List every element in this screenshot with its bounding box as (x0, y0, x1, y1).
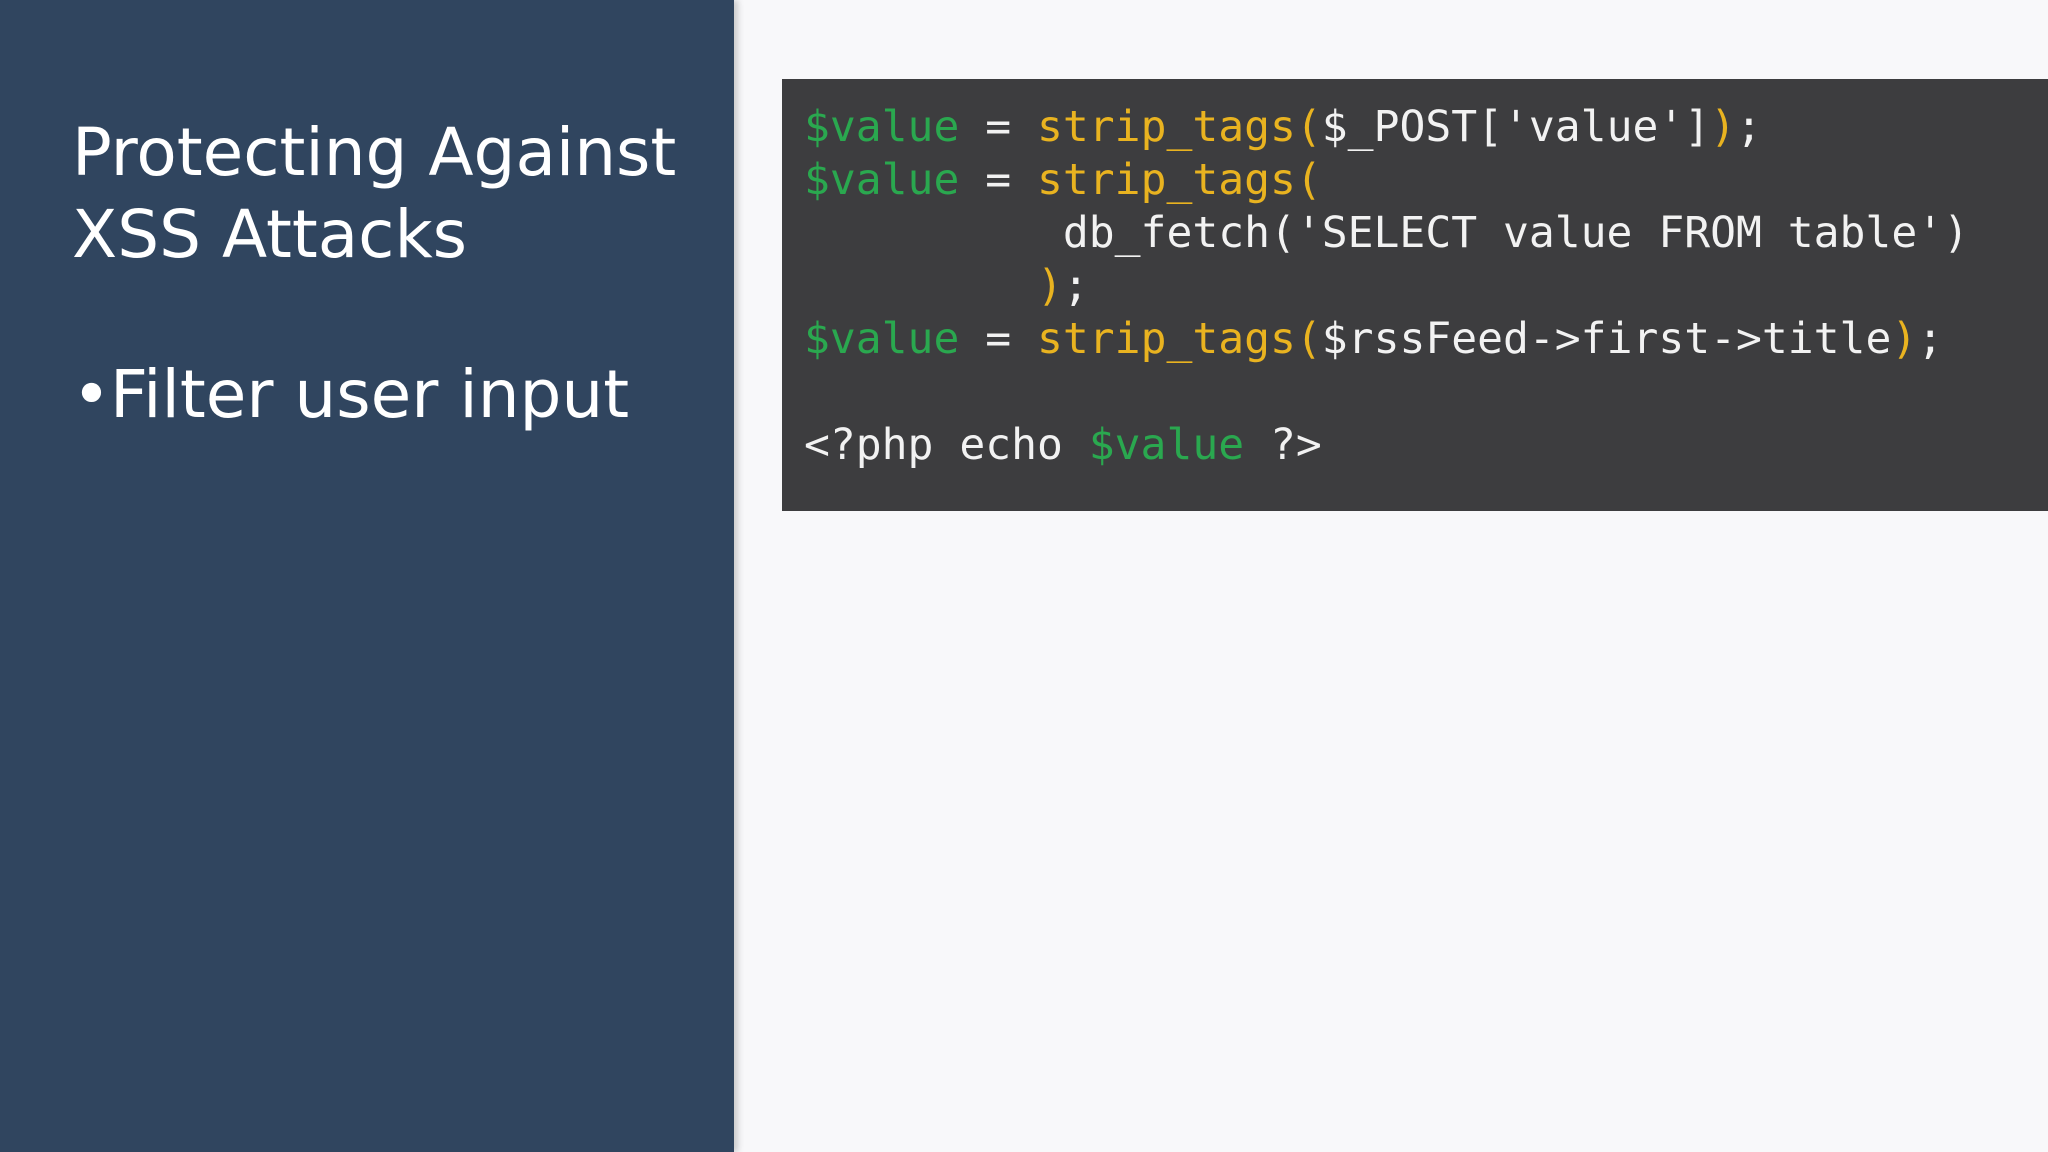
code-token-variable: $value (804, 102, 960, 152)
code-token-semicolon: ; (1917, 314, 1944, 364)
bullet-item: • Filter user input (72, 354, 629, 436)
code-block: $value = strip_tags($_POST['value']);$va… (782, 79, 2048, 511)
code-token-semicolon: ; (1062, 261, 1089, 311)
code-token-operator: = (959, 155, 1038, 205)
code-token-paren: ) (1710, 102, 1737, 152)
slide-title-line-1: Protecting Against (72, 114, 677, 191)
code-token-paren: ) (1037, 261, 1063, 311)
code-token-function: strip_tags( (1037, 155, 1322, 205)
code-line-3: db_fetch('SELECT value FROM table') (804, 207, 2048, 260)
code-token-php-open: <?php echo (804, 420, 1089, 470)
code-token-function: strip_tags( (1037, 314, 1322, 364)
bullet-dot-icon: • (72, 356, 111, 433)
code-token-function: strip_tags( (1037, 102, 1322, 152)
bullet-list: • Filter user input (72, 354, 629, 436)
code-line-5: $value = strip_tags($rssFeed->first->tit… (804, 313, 2048, 366)
code-token-variable: $value (804, 314, 960, 364)
bullet-text: Filter user input (110, 356, 630, 433)
code-line-1: $value = strip_tags($_POST['value']); (804, 101, 2048, 154)
code-token-variable: $value (804, 155, 960, 205)
code-token-argument: $_POST['value'] (1321, 102, 1711, 152)
code-line-6 (804, 366, 2048, 419)
code-token-operator: = (959, 314, 1038, 364)
code-token-argument: $rssFeed->first->title (1321, 314, 1892, 364)
code-line-7: <?php echo $value ?> (804, 419, 2048, 472)
code-token-php-close: ?> (1244, 420, 1322, 470)
code-token-semicolon: ; (1736, 102, 1762, 152)
code-token-indent (804, 261, 1037, 311)
slide-title-line-2: XSS Attacks (72, 196, 468, 273)
code-token-indent (804, 208, 1063, 258)
code-token-operator: = (959, 102, 1038, 152)
code-line-2: $value = strip_tags( (804, 154, 2048, 207)
code-token-argument: db_fetch('SELECT value FROM table') (1062, 208, 1969, 258)
code-token-paren: ) (1891, 314, 1918, 364)
code-line-4: ); (804, 260, 2048, 313)
code-token-variable: $value (1088, 420, 1245, 470)
